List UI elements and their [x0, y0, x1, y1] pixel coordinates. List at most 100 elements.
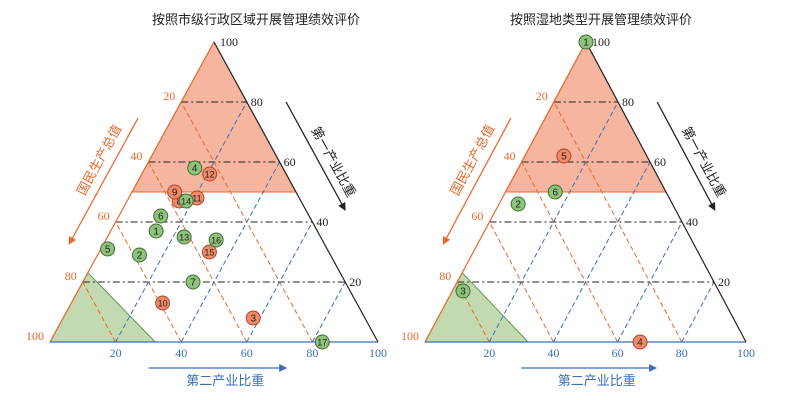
tick-label-primary: 80: [622, 95, 634, 109]
data-point: [202, 166, 218, 182]
grid-blue: [115, 101, 248, 343]
data-point-label: 17: [317, 338, 327, 348]
tick-label-primary: 20: [718, 275, 730, 289]
data-point: [314, 334, 330, 350]
grid-blue: [180, 161, 281, 343]
data-point: [176, 229, 192, 245]
tick-label-gdp: 40: [130, 149, 142, 163]
axis-label-secondary: 第二产业比重: [186, 373, 264, 388]
grid-blue: [488, 101, 619, 343]
tick-label-gdp: 80: [65, 269, 77, 283]
data-point: [208, 232, 224, 248]
tick-label-primary: 20: [349, 275, 361, 289]
data-point-label: 15: [204, 248, 214, 258]
data-point-label: 3: [460, 287, 466, 298]
axis-right-edge: [585, 41, 747, 343]
data-point: [201, 244, 217, 260]
data-point-label: 4: [637, 338, 643, 349]
data-point: [578, 34, 594, 50]
region-low: [49, 271, 157, 343]
tick-label-primary: 80: [251, 95, 263, 109]
tick-label-secondary: 60: [241, 346, 253, 360]
data-point: [245, 310, 261, 326]
axis-left-edge: [49, 41, 215, 343]
tick-label-gdp: 60: [98, 209, 110, 223]
data-point-label: 4: [192, 164, 198, 175]
axis-label-gdp: 国民生产总值: [447, 122, 497, 198]
data-point-label: 6: [158, 212, 164, 223]
data-point: [155, 295, 171, 311]
tick-label-gdp: 60: [471, 209, 483, 223]
tick-label-secondary: 20: [483, 346, 495, 360]
axis-label-gdp: 国民生产总值: [74, 122, 125, 198]
data-point: [455, 283, 471, 299]
data-point-label: 1: [583, 38, 589, 49]
data-point-label: 14: [181, 197, 191, 207]
tick-label-primary: 40: [686, 215, 698, 229]
arrow-primary: [656, 101, 716, 211]
data-point-label: 1: [153, 227, 159, 238]
tick-label-secondary: 20: [110, 346, 122, 360]
chart-title-left: 按照市级行政区域开展管理绩效评价: [152, 13, 361, 28]
data-point-label: 2: [137, 251, 143, 262]
tick-label-secondary: 60: [612, 346, 624, 360]
data-point: [510, 196, 526, 212]
data-point-label: 5: [105, 245, 111, 256]
data-point: [167, 184, 183, 200]
region-high: [504, 40, 667, 193]
tick-label-gdp: 100: [26, 329, 44, 343]
grid-blue: [311, 281, 346, 343]
data-point-label: 13: [179, 233, 189, 243]
tick-label-secondary: 100: [369, 346, 387, 360]
tick-label-secondary: 80: [306, 346, 318, 360]
data-point: [148, 223, 164, 239]
tick-label-gdp: 20: [536, 89, 548, 103]
data-point: [185, 274, 201, 290]
arrow-primary: [285, 101, 346, 211]
axis-label-secondary: 第二产业比重: [558, 373, 636, 388]
grid-orange: [82, 281, 117, 343]
tick-label-secondary: 100: [737, 346, 755, 360]
data-point: [632, 334, 648, 350]
data-point-label: 5: [561, 152, 567, 163]
axis-right-edge: [213, 41, 379, 343]
data-point: [153, 208, 169, 224]
data-point-label: 10: [158, 299, 168, 309]
data-point-label: 16: [211, 236, 221, 246]
tick-label-gdp: 80: [439, 269, 451, 283]
grid-orange: [521, 161, 619, 343]
grid-blue: [552, 161, 651, 343]
data-point-label: 12: [205, 170, 215, 180]
arrow-gdp: [68, 117, 139, 245]
grid-blue: [246, 221, 313, 343]
tick-label-secondary: 40: [175, 346, 187, 360]
axis-left-edge: [424, 41, 587, 343]
grid-blue: [681, 281, 715, 343]
tick-label-gdp: 20: [163, 89, 175, 103]
tick-label-gdp: 100: [401, 329, 419, 343]
data-point-label: 6: [552, 188, 558, 199]
data-point: [178, 193, 194, 209]
data-point: [547, 184, 563, 200]
data-point: [556, 148, 572, 164]
data-point-label: 7: [190, 278, 196, 289]
data-point: [187, 160, 203, 176]
tick-label-secondary: 80: [676, 346, 688, 360]
chart-title-right: 按照湿地类型开展管理绩效评价: [510, 13, 693, 28]
data-point-label: 2: [515, 200, 521, 211]
tick-label-primary: 40: [316, 215, 328, 229]
data-point: [100, 241, 116, 257]
tick-label-secondary: 40: [547, 346, 559, 360]
region-low: [424, 271, 530, 343]
grid-blue: [617, 221, 683, 343]
grid-orange: [147, 161, 248, 343]
data-point-label: 3: [250, 314, 256, 325]
data-point-label: 9: [172, 188, 178, 199]
tick-label-primary: 100: [592, 35, 610, 49]
tick-label-primary: 100: [220, 35, 238, 49]
data-point-label: 11: [192, 194, 201, 204]
arrow-gdp: [442, 117, 512, 245]
